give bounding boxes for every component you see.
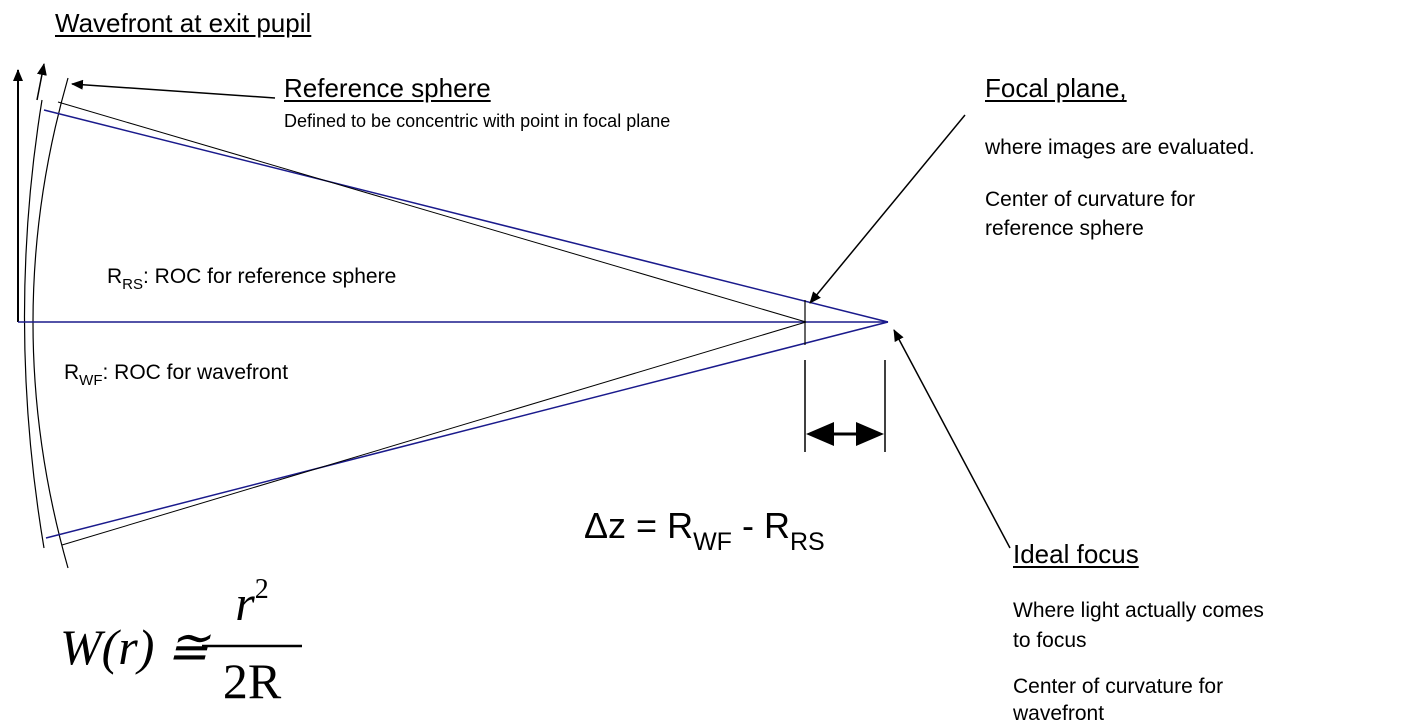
rs-roc-label: RRS: ROC for reference sphere: [107, 265, 397, 292]
wavefront-arc: [23, 99, 45, 549]
rs-text: : ROC for reference sphere: [143, 265, 397, 288]
focal-plane-description-2b: reference sphere: [985, 217, 1144, 240]
focal-plane-leader: [809, 114, 966, 304]
wavefront-pointer-arrow: [36, 63, 47, 101]
ideal-focus-description-1a: Where light actually comes: [1013, 599, 1264, 622]
reference-sphere-description: Defined to be concentric with point in f…: [284, 111, 671, 131]
dz-arrowhead-right: [856, 422, 884, 446]
delta-z-lhs: Δz = R: [584, 505, 694, 546]
reference-sphere-title: Reference sphere: [284, 73, 491, 103]
delta-z-sub-wf: WF: [693, 528, 732, 556]
reference-ray-top: [57, 101, 807, 323]
ideal-focus-description-2a: Center of curvature for: [1013, 675, 1224, 698]
wf-symbol: R: [64, 361, 80, 384]
w-equation-denominator: 2R: [222, 653, 282, 709]
wf-subscript: WF: [79, 372, 103, 389]
focal-plane-description-1: where images are evaluated.: [985, 136, 1255, 159]
ideal-focus-description-2b: wavefront: [1013, 702, 1105, 725]
rs-subscript: RS: [122, 276, 144, 293]
focal-plane-title: Focal plane,: [985, 73, 1127, 103]
reference-sphere-leader: [71, 79, 276, 99]
delta-z-sub-rs: RS: [789, 528, 825, 556]
rs-symbol: R: [107, 265, 123, 288]
ideal-focus-leader: [893, 329, 1011, 549]
dz-arrowhead-left: [806, 422, 834, 446]
delta-z-equation: Δz = RWF - RRS: [584, 505, 825, 555]
wavefront-ray-top: [43, 109, 889, 323]
delta-z-mid: - R: [731, 505, 790, 546]
reference-sphere-arc: [32, 77, 69, 569]
wavefront-ray-bottom: [45, 321, 889, 539]
w-numerator-base: r: [235, 575, 255, 631]
w-equation-lhs: W(r) ≅: [60, 619, 209, 675]
reference-ray-bottom: [61, 321, 807, 546]
ideal-focus-title: Ideal focus: [1013, 539, 1139, 569]
wf-roc-label: RWF: ROC for wavefront: [64, 361, 289, 388]
wavefront-exit-pupil-label: Wavefront at exit pupil: [55, 8, 312, 38]
focal-plane-description-2a: Center of curvature for: [985, 188, 1196, 211]
ideal-focus-description-1b: to focus: [1013, 629, 1087, 652]
w-numerator-exponent: 2: [254, 574, 269, 605]
wf-text: : ROC for wavefront: [102, 361, 289, 384]
w-equation-numerator: r2: [202, 575, 302, 631]
